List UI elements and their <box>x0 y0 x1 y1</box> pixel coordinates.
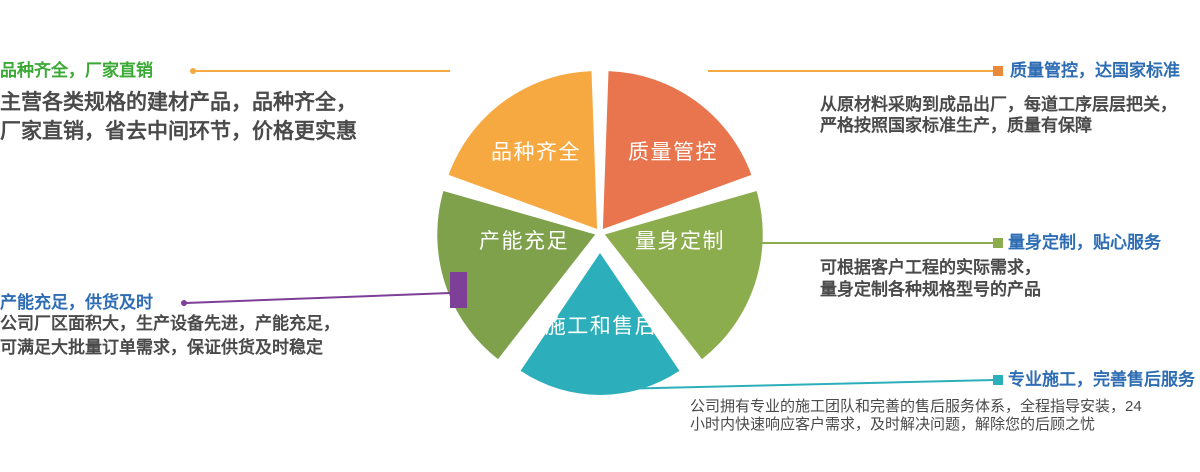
callout-heading-custom: 量身定制，贴心服务 <box>1008 233 1161 252</box>
callout-heading-capacity: 产能充足，供货及时 <box>0 293 153 312</box>
connector-marker-capacity <box>450 272 467 308</box>
segment-aftersale <box>520 253 680 395</box>
callout-body-aftersale: 公司拥有专业的施工团队和完善的售后服务体系，全程指导安装，24 小时内快速响应客… <box>690 398 1142 433</box>
callout-heading-variety: 品种齐全，厂家直销 <box>0 61 153 80</box>
connector-square-aftersale <box>993 375 1003 385</box>
callout-heading-aftersale: 专业施工，完善售后服务 <box>1008 370 1195 389</box>
callout-body-variety: 主营各类规格的建材产品，品种齐全， 厂家直销，省去中间环节，价格更实惠 <box>0 91 357 143</box>
segment-label-quality: 质量管控 <box>628 141 718 164</box>
connector-line-aftersale <box>613 379 995 390</box>
callout-body-capacity: 公司厂区面积大，生产设备先进，产能充足， 可满足大批量订单需求，保证供货及时稳定 <box>0 314 340 357</box>
callout-heading-quality: 质量管控，达国家标准 <box>1010 61 1180 80</box>
connector-dot-capacity <box>181 300 187 306</box>
callout-body-quality: 从原材料采购到成品出厂，每道工序层层把关， 严格按照国家标准生产，质量有保障 <box>820 95 1177 135</box>
segment-capacity <box>437 191 596 360</box>
segment-label-aftersale: 施工和售后 <box>544 315 658 338</box>
connector-square-quality <box>993 66 1003 76</box>
connector-square-custom <box>993 238 1003 248</box>
segment-custom <box>604 191 763 360</box>
segment-label-custom: 量身定制 <box>635 230 725 253</box>
segment-quality <box>602 71 752 229</box>
callout-body-custom: 可根据客户工程的实际需求， 量身定制各种规格型号的产品 <box>820 258 1041 299</box>
connector-line-capacity <box>185 292 451 304</box>
segment-label-variety: 品种齐全 <box>491 141 581 164</box>
connector-dot-variety <box>190 68 196 74</box>
segment-variety <box>448 71 598 229</box>
segment-label-capacity: 产能充足 <box>479 230 569 253</box>
